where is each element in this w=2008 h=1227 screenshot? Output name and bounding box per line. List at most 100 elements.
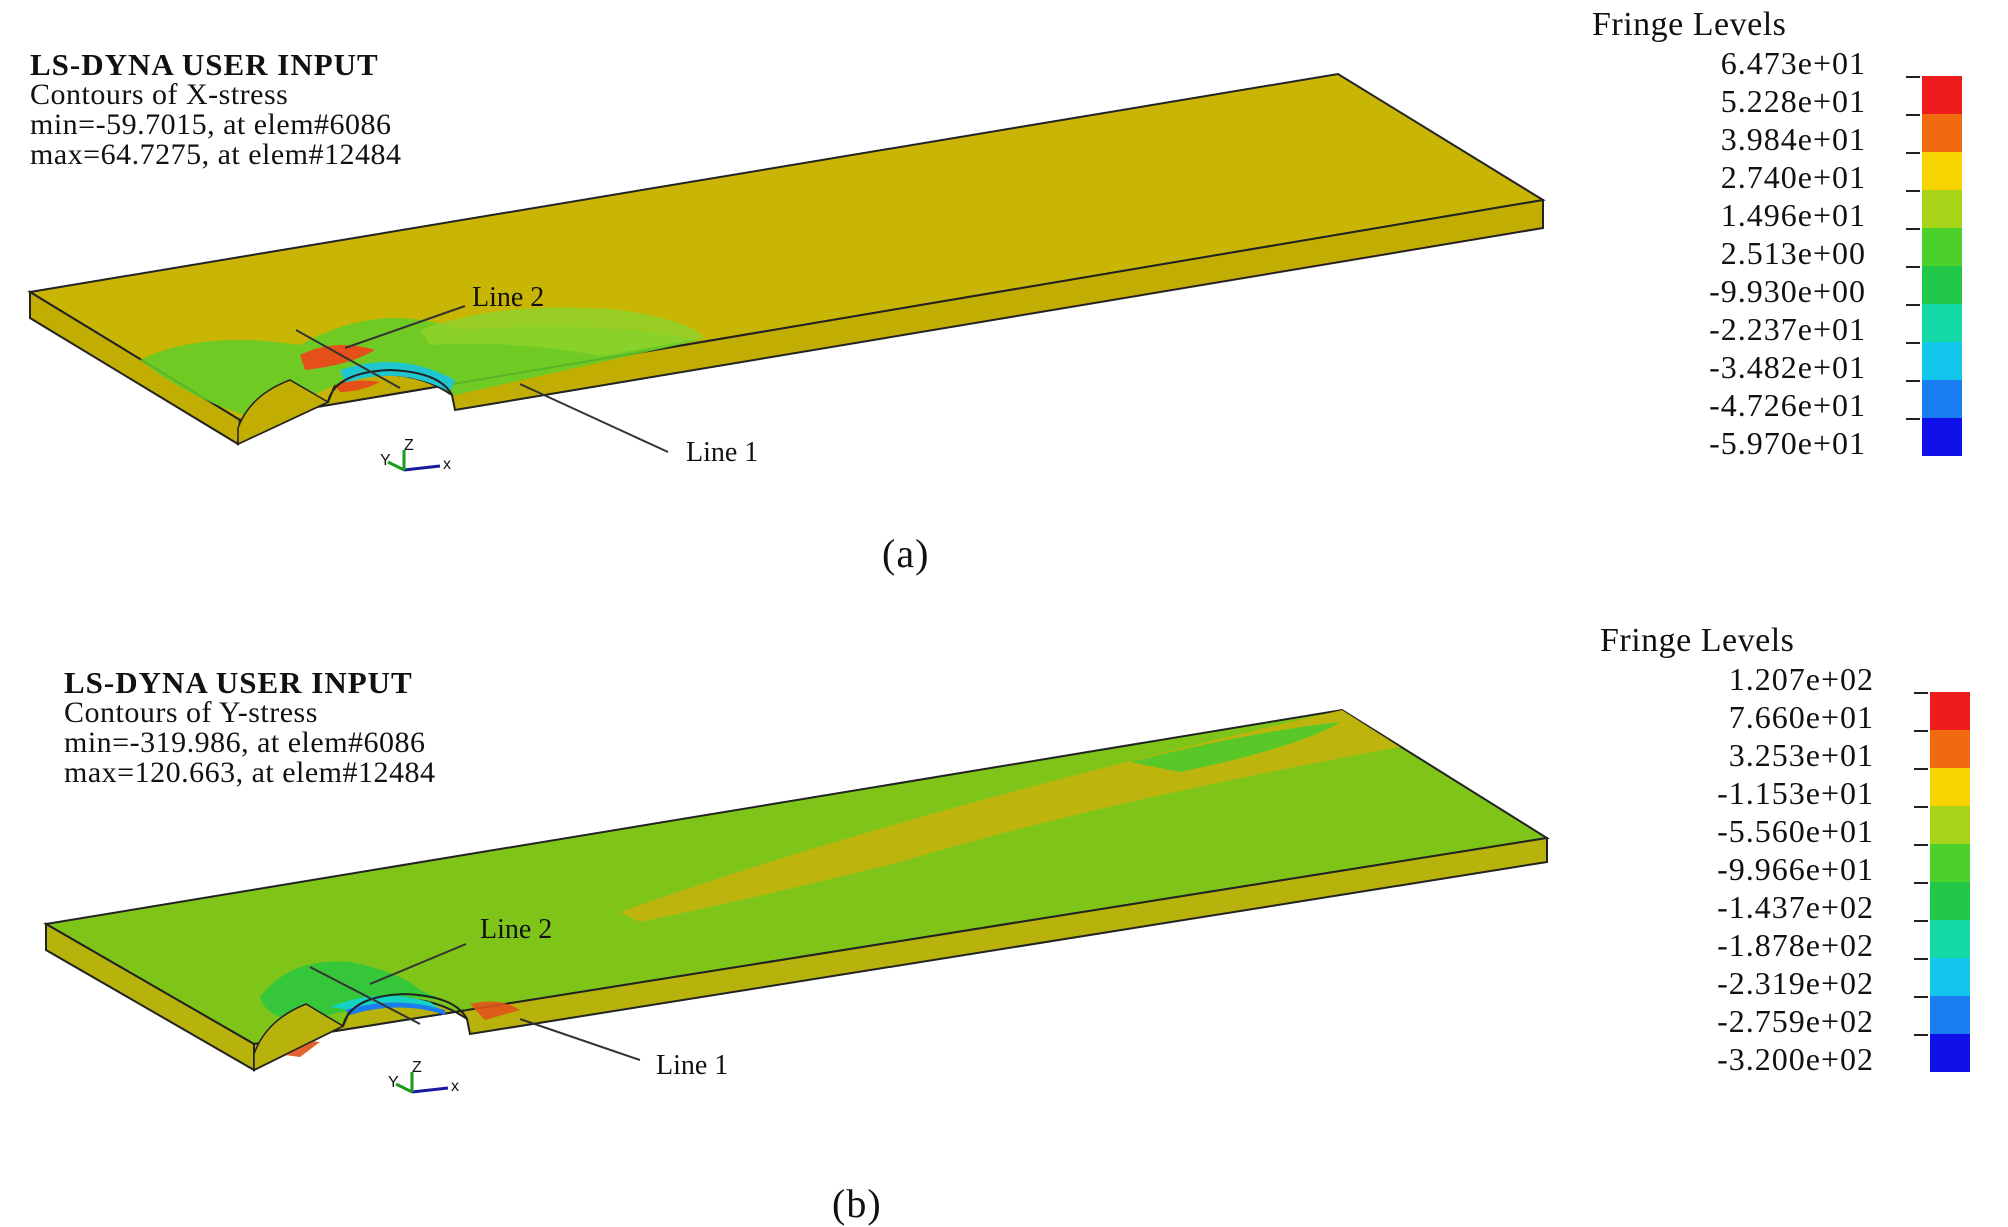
fringe-tick	[1906, 228, 1920, 266]
fringe-tick	[1906, 418, 1920, 456]
fringe-level-value: 5.228e+01	[1720, 83, 1866, 119]
fringe-tick	[1914, 996, 1928, 1034]
fringe-level-value: 1.496e+01	[1720, 197, 1866, 233]
fringe-color-swatch	[1922, 228, 1962, 266]
stress-zone-red-right	[470, 1001, 520, 1020]
stress-zone-red-top	[300, 345, 375, 370]
line2-label: Line 2	[480, 914, 552, 945]
notch-inner	[237, 379, 330, 446]
stress-zone-cyan	[330, 995, 445, 1012]
fringe-tick	[1906, 190, 1920, 228]
max-value-text: max=64.7275, at elem#12484	[30, 138, 402, 171]
min-value-text: min=-59.7015, at elem#6086	[30, 108, 392, 141]
fringe-tick	[1906, 380, 1920, 418]
line2-leader	[309, 966, 421, 1025]
fringe-tick	[1906, 114, 1920, 152]
fringe-tick	[1914, 768, 1928, 806]
fringe-level-value: 6.473e+01	[1720, 45, 1866, 81]
fringe-title: Fringe Levels	[1600, 622, 1795, 659]
fringe-level-value: -2.759e+02	[1717, 1003, 1874, 1039]
svg-text:x: x	[443, 456, 451, 473]
fringe-tick	[1914, 692, 1928, 730]
fringe-tick	[1906, 342, 1920, 380]
fringe-level-value: -1.153e+01	[1717, 775, 1874, 811]
axis-triad-icon: Y Z x	[388, 1059, 459, 1095]
stress-zone-green	[260, 961, 470, 1022]
info-block-b: LS-DYNA USER INPUT Contours of Y-stress …	[64, 665, 436, 789]
fringe-color-swatch	[1922, 114, 1962, 152]
fringe-tick	[1906, 266, 1920, 304]
fringe-level-value: 3.984e+01	[1720, 121, 1866, 157]
fringe-level-value: 2.740e+01	[1720, 159, 1866, 195]
info-block-a: LS-DYNA USER INPUT Contours of X-stress …	[30, 47, 402, 171]
fringe-tick	[1914, 730, 1928, 768]
fringe-level-value: -1.878e+02	[1717, 927, 1874, 963]
svg-text:Y: Y	[388, 1074, 399, 1091]
fringe-level-value: 1.207e+02	[1728, 661, 1874, 697]
panel-a: Line 2 Line 1 Y Z x LS-DYNA USER INPUT C…	[0, 0, 2008, 612]
fringe-level-value: -5.560e+01	[1717, 813, 1874, 849]
svg-text:x: x	[451, 1078, 459, 1095]
line2-leader-label	[344, 305, 466, 349]
fringe-level-value: -3.482e+01	[1709, 349, 1866, 385]
max-value-text: max=120.663, at elem#12484	[64, 756, 436, 789]
fringe-color-swatch	[1922, 76, 1962, 114]
fringe-color-swatch	[1930, 1034, 1970, 1072]
line1-leader	[519, 383, 669, 453]
fringe-tick	[1914, 958, 1928, 996]
axis-triad-icon: Y Z x	[380, 437, 451, 473]
fringe-tick	[1906, 304, 1920, 342]
fringe-colorbar	[1922, 76, 1962, 456]
line2-leader-label	[369, 943, 467, 985]
fringe-color-swatch	[1922, 380, 1962, 418]
fringe-level-value: 3.253e+01	[1728, 737, 1874, 773]
fringe-color-swatch	[1930, 996, 1970, 1034]
fringe-ticks	[1906, 76, 1920, 456]
notch-hole	[327, 368, 453, 403]
fringe-color-swatch	[1930, 882, 1970, 920]
line1-label: Line 1	[686, 437, 758, 468]
fringe-level-value: -9.966e+01	[1717, 851, 1874, 887]
fringe-color-swatch	[1922, 190, 1962, 228]
fringe-color-swatch	[1930, 958, 1970, 996]
fringe-color-swatch	[1930, 844, 1970, 882]
fringe-color-swatch	[1922, 342, 1962, 380]
fringe-level-value: -2.319e+02	[1717, 965, 1874, 1001]
min-value-text: min=-319.986, at elem#6086	[64, 726, 426, 759]
solver-title: LS-DYNA USER INPUT	[64, 665, 413, 700]
fringe-color-swatch	[1922, 266, 1962, 304]
stress-zone-green-dark	[1130, 722, 1340, 772]
fringe-level-value: -5.970e+01	[1709, 425, 1866, 461]
fringe-level-value: -9.930e+00	[1709, 273, 1866, 309]
fringe-color-swatch	[1930, 768, 1970, 806]
fringe-color-swatch	[1922, 418, 1962, 456]
fringe-colorbar	[1930, 692, 1970, 1072]
fringe-level-value: -2.237e+01	[1709, 311, 1866, 347]
fringe-tick	[1906, 152, 1920, 190]
fringe-level-value: 2.513e+00	[1720, 235, 1866, 271]
contour-label: Contours of Y-stress	[64, 696, 318, 729]
contour-label: Contours of X-stress	[30, 78, 289, 111]
fringe-color-swatch	[1922, 304, 1962, 342]
line1-leader	[519, 1018, 641, 1061]
stress-zone-lightgreen	[420, 307, 705, 356]
plate-model-a: Line 2 Line 1 Y Z x	[27, 72, 1546, 473]
fringe-tick	[1914, 920, 1928, 958]
fringe-tick	[1914, 844, 1928, 882]
solver-title: LS-DYNA USER INPUT	[30, 47, 379, 82]
fringe-level-value: -3.200e+02	[1717, 1041, 1874, 1077]
fringe-level-value: -4.726e+01	[1709, 387, 1866, 423]
fringe-color-swatch	[1922, 152, 1962, 190]
plate-model-b: Line 2 Line 1 Y Z x	[43, 708, 1550, 1095]
fringe-tick	[1914, 1034, 1928, 1072]
fringe-color-swatch	[1930, 920, 1970, 958]
fringe-color-swatch	[1930, 806, 1970, 844]
caption-b: (b)	[832, 1181, 882, 1226]
caption-a: (a)	[882, 531, 930, 576]
fringe-level-value: -1.437e+02	[1717, 889, 1874, 925]
stress-zone-red-inner	[335, 380, 380, 392]
svg-text:Y: Y	[380, 452, 391, 469]
notch-hole	[342, 992, 468, 1027]
fringe-ticks	[1914, 692, 1928, 1072]
